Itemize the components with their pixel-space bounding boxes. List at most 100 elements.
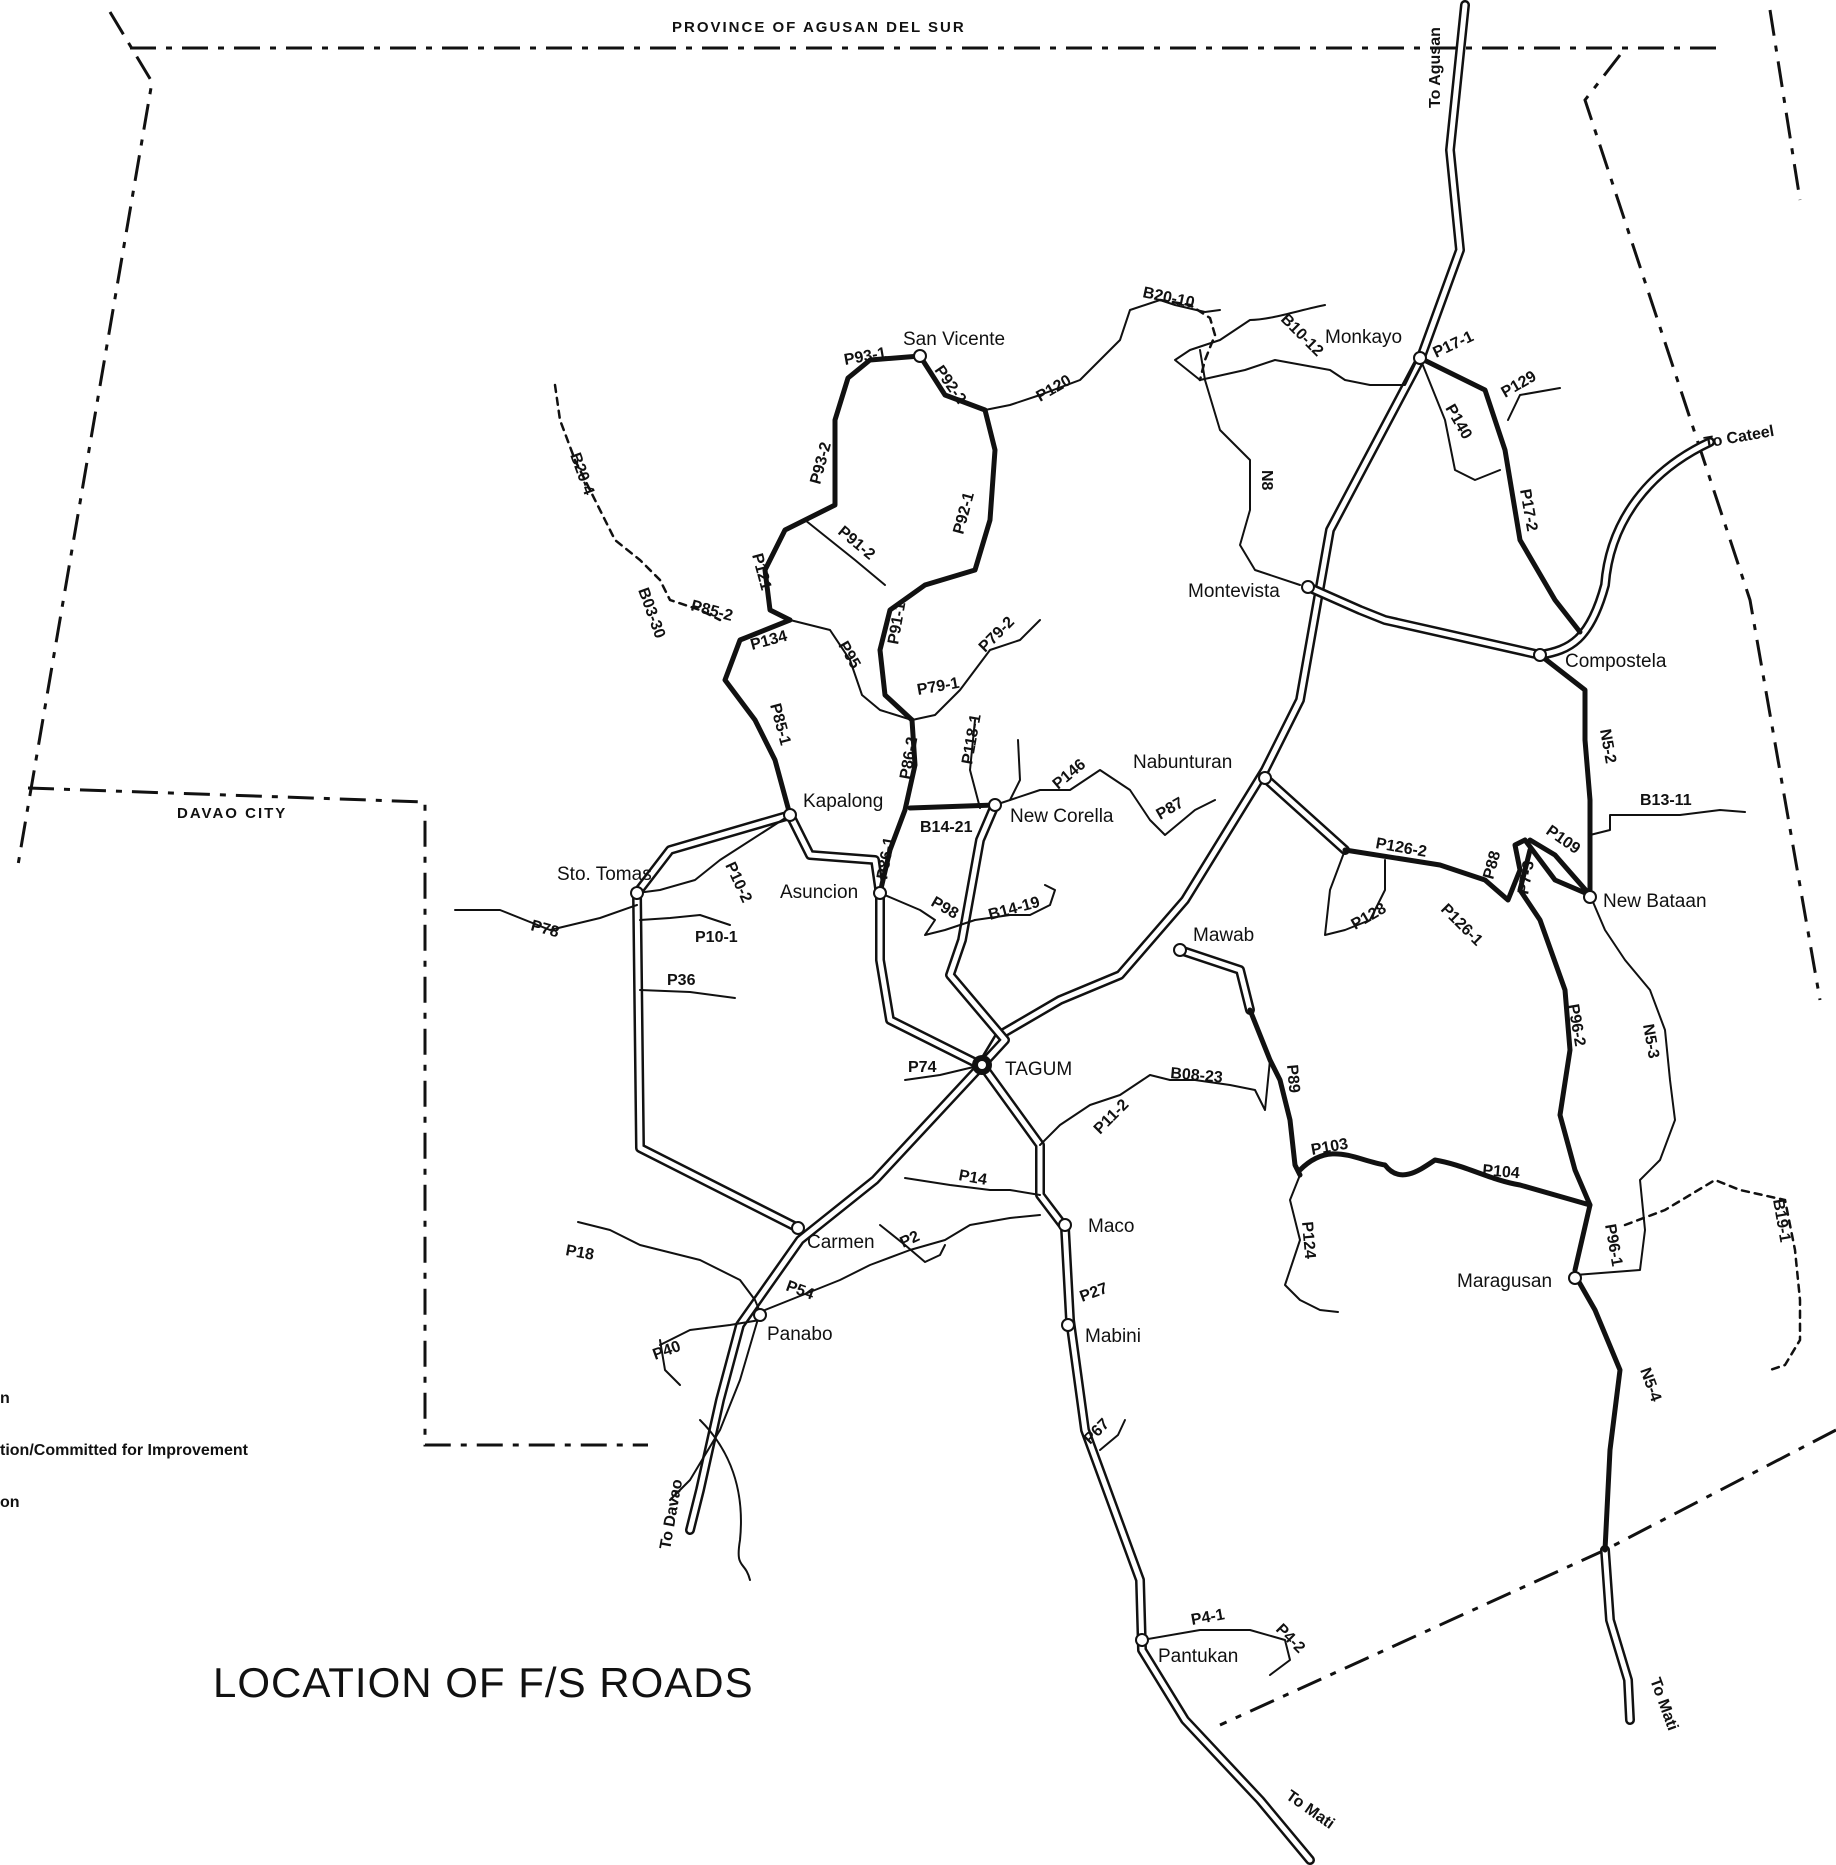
- road-p98: [879, 892, 976, 936]
- node-mabini: [1061, 1318, 1075, 1332]
- town-labels: San Vicente Monkayo Montevista Compostel…: [557, 327, 1707, 1667]
- road-n8: [1199, 349, 1301, 586]
- code-b08-23: B08-23: [1170, 1065, 1224, 1087]
- code-p78: P78: [529, 917, 561, 941]
- code-p7-3: P7-3: [1515, 859, 1538, 895]
- code-b20-4: B20-4: [566, 451, 597, 498]
- road-south-branch: [669, 1311, 761, 1501]
- label-tagum: TAGUM: [1005, 1059, 1072, 1080]
- code-p140: P140: [1442, 402, 1475, 443]
- road-n5-2: [1537, 652, 1593, 898]
- map-title: LOCATION OF F/S ROADS: [213, 1659, 754, 1706]
- node-new-corella: [988, 798, 1002, 812]
- road-panabo-west: [659, 1339, 681, 1386]
- road-p126: [1342, 837, 1593, 903]
- road-b10-12: [1174, 304, 1419, 386]
- node-maco: [1058, 1218, 1072, 1232]
- east-boundary: [1583, 54, 1822, 1001]
- label-to-cateel: To Cateel: [1703, 423, 1776, 452]
- label-mabini: Mabini: [1085, 1326, 1141, 1347]
- code-b20-10: B20-10: [1141, 284, 1196, 312]
- code-p91-1: P91-1: [885, 601, 909, 646]
- national-road-tagum-maco-pantukan: [977, 1060, 1315, 1865]
- road-b13-11: [1589, 809, 1746, 836]
- road-n5-4: [1572, 1272, 1623, 1553]
- code-b19-1: B19-1: [1769, 1198, 1793, 1244]
- road-p4: [1141, 1629, 1291, 1676]
- code-p88: P88: [1480, 849, 1504, 881]
- label-to-davao: To Davao: [657, 1478, 686, 1551]
- code-p104: P104: [1482, 1162, 1521, 1182]
- label-maragusan: Maragusan: [1457, 1271, 1552, 1292]
- node-mawab: [1173, 943, 1187, 957]
- road-p17: [1417, 355, 1583, 635]
- road-b20-10: [1159, 299, 1221, 313]
- road-p95: [789, 619, 913, 721]
- road-p67: [1099, 1419, 1126, 1451]
- road-b14-19: [974, 884, 1056, 921]
- label-san-vicente: San Vicente: [903, 329, 1005, 350]
- road-n5-3: [1574, 894, 1676, 1276]
- label-new-corella: New Corella: [1010, 806, 1114, 827]
- node-maragusan: [1568, 1271, 1582, 1285]
- davao-city-boundary: [27, 786, 648, 1447]
- code-p18: P18: [564, 1242, 595, 1264]
- label-maco: Maco: [1088, 1216, 1134, 1237]
- code-b10-12: B10-12: [1277, 311, 1326, 360]
- node-sto-tomas: [630, 886, 644, 900]
- town-nodes: [630, 349, 1597, 1647]
- label-to-mati-south: To Mati: [1283, 1787, 1338, 1832]
- trail-b20-10: [1158, 298, 1217, 382]
- code-p4-1: P4-1: [1190, 1606, 1226, 1629]
- label-asuncion: Asuncion: [780, 882, 858, 903]
- label-to-agusan: To Agusan: [1427, 27, 1444, 108]
- trail-b19-1: [1623, 1178, 1802, 1372]
- code-p118-1: P118-1: [959, 713, 985, 766]
- northwest-boundary: [16, 11, 154, 866]
- node-carmen: [791, 1221, 805, 1235]
- road-p10-1: [639, 914, 731, 926]
- road-p2: [879, 1224, 946, 1263]
- label-carmen: Carmen: [807, 1232, 875, 1253]
- code-p14: P14: [957, 1167, 988, 1189]
- province-label: PROVINCE OF AGUSAN DEL SUR: [672, 19, 966, 36]
- fs-roads-thick: [722, 353, 1623, 1553]
- node-monkayo: [1413, 351, 1427, 365]
- road-code-labels: B20-10 B10-12 P17-1 P129 P140 P17-2 N8 P…: [529, 284, 1793, 1657]
- code-p36: P36: [667, 972, 696, 989]
- code-p128: P128: [1349, 900, 1390, 933]
- code-p87: P87: [1154, 794, 1187, 823]
- road-p140: [1419, 357, 1501, 481]
- road-p129: [1507, 387, 1561, 421]
- code-p93-1: P93-1: [843, 345, 888, 369]
- road-p79: [911, 619, 1041, 721]
- node-asuncion: [873, 886, 887, 900]
- code-p86-2: P86-2: [897, 736, 921, 781]
- code-p92-1: P92-1: [950, 490, 977, 536]
- label-nabunturan: Nabunturan: [1133, 752, 1232, 773]
- code-p27: P27: [1078, 1280, 1111, 1306]
- national-road-mawab: [1175, 945, 1255, 1015]
- label-mawab: Mawab: [1193, 925, 1254, 946]
- road-p118-1: [969, 719, 981, 809]
- road-p146-p87: [994, 769, 1216, 836]
- code-p10-2: P10-2: [721, 860, 754, 906]
- road-p78: [454, 904, 638, 931]
- code-n5-2: N5-2: [1596, 728, 1619, 765]
- code-n5-4: N5-4: [1636, 1366, 1664, 1404]
- node-compostela: [1533, 648, 1547, 662]
- code-p120: P120: [1034, 372, 1075, 405]
- road-p118-branch: [1009, 739, 1021, 801]
- code-b14-19: B14-19: [987, 894, 1042, 924]
- code-p103: P103: [1310, 1136, 1350, 1159]
- label-montevista: Montevista: [1188, 581, 1280, 602]
- legend-fragment-2: tion/Committed for Improvement: [0, 1442, 249, 1459]
- road-p85: [722, 617, 793, 818]
- node-montevista: [1301, 580, 1315, 594]
- road-p14: [904, 1177, 1041, 1196]
- code-b03-30: B03-30: [634, 586, 668, 641]
- code-b14-21: B14-21: [920, 819, 973, 836]
- code-p74: P74: [908, 1059, 937, 1076]
- road-p96: [1517, 847, 1593, 1273]
